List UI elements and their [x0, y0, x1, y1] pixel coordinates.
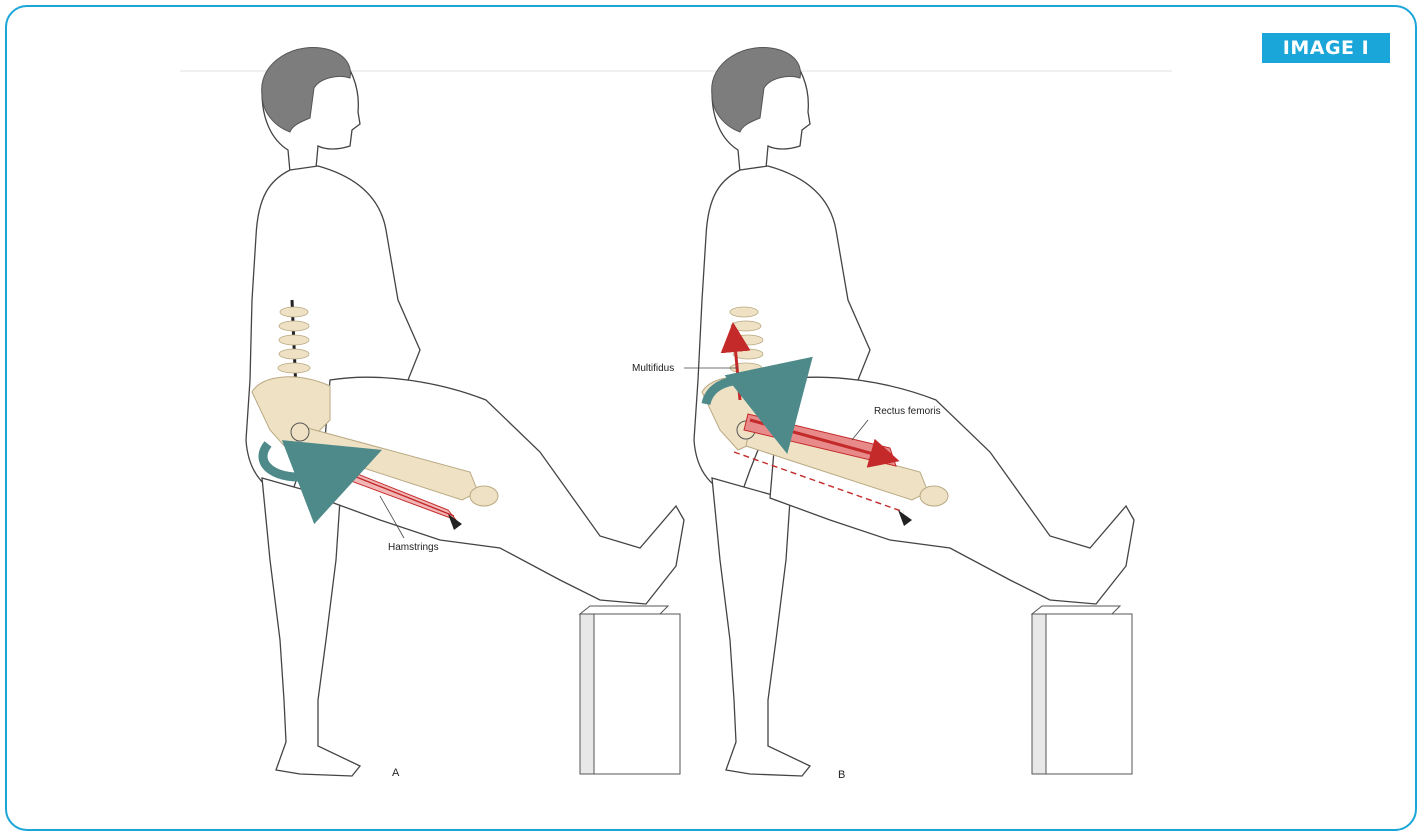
block-a [580, 606, 680, 774]
standing-leg-a [262, 478, 360, 776]
label-rectus-femoris: Rectus femoris [874, 406, 941, 417]
raised-leg-b [770, 377, 1134, 604]
panel-a: Hamstrings A [246, 48, 684, 779]
label-hamstrings: Hamstrings [388, 542, 439, 553]
block-b [1032, 606, 1132, 774]
raised-leg-a [320, 377, 684, 604]
panel-letter-b: B [838, 769, 845, 781]
panel-letter-a: A [392, 767, 400, 779]
panel-b: Multifidus Rectus femoris B [632, 48, 1134, 781]
label-multifidus: Multifidus [632, 363, 674, 374]
standing-leg-b [712, 478, 810, 776]
